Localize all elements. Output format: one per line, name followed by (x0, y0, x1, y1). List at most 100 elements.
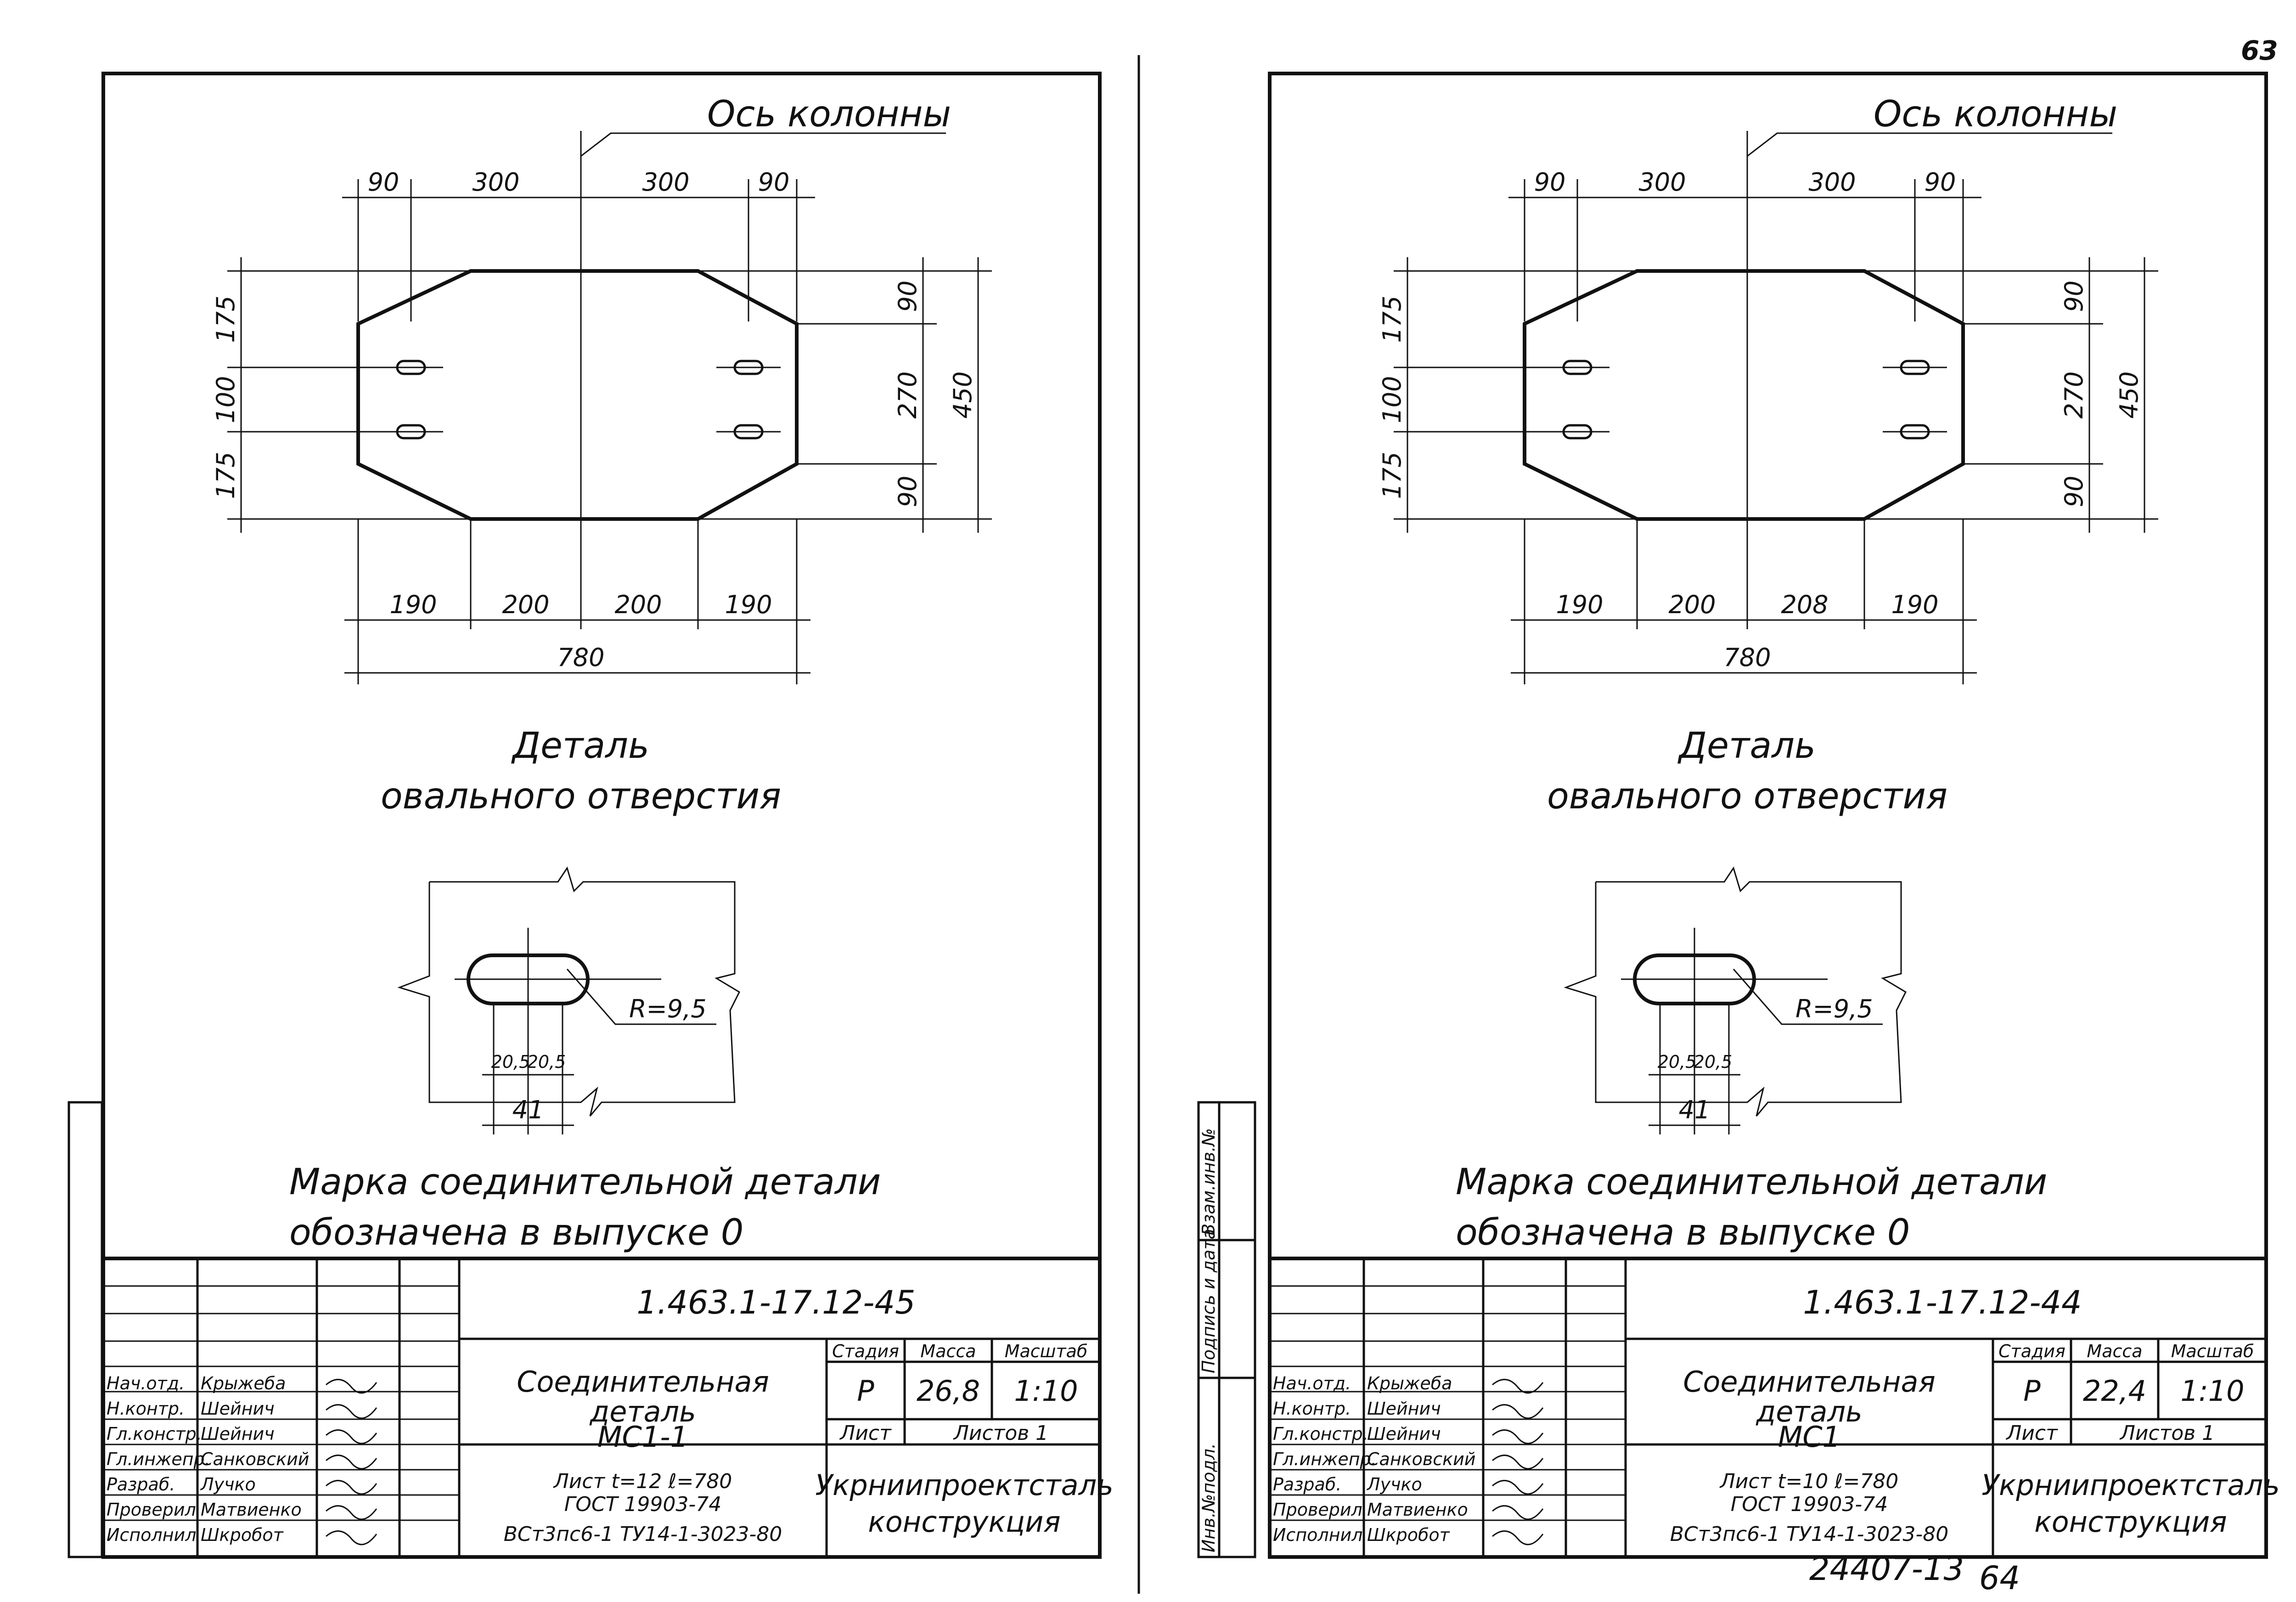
signature (326, 1379, 377, 1394)
detail-caption: овального отверстия (1547, 776, 1947, 817)
drawing-title: МС1 (1778, 1420, 1840, 1454)
scale-header: Масштаб (2171, 1341, 2254, 1361)
bottom-dimension-value: 200 (1668, 590, 1716, 619)
plate-outline (1523, 269, 1965, 521)
role-name: Санковский (201, 1449, 310, 1469)
role-label: Нач.отд. (107, 1373, 185, 1393)
top-dimension-value: 300 (642, 168, 689, 197)
material-spec: ВСт3пс6-1 ТУ14-1-3023-80 (1670, 1523, 1949, 1546)
role-name: Крыжеба (201, 1373, 286, 1393)
top-dimension-value: 90 (368, 168, 400, 197)
overall-height-value: 450 (948, 371, 977, 418)
overall-width-value: 780 (1723, 643, 1771, 672)
signature (326, 1530, 377, 1546)
top-dimension-value: 90 (1925, 168, 1956, 197)
slot-detail: R=9,520,520,541 (397, 866, 740, 1134)
stage-header: Стадия (1998, 1341, 2065, 1361)
sheet-label: Лист (839, 1421, 892, 1445)
material-spec: ГОСТ 19903-74 (564, 1493, 722, 1516)
note-line: Марка соединительной детали (1456, 1162, 2047, 1203)
role-name: Шейнич (201, 1399, 275, 1419)
role-name: Шкробот (1367, 1525, 1451, 1545)
mass-value: 22,4 (2083, 1374, 2146, 1408)
radius-leader (1733, 969, 1883, 1025)
detail-caption: Деталь (1677, 725, 1816, 767)
radius-label: R=9,5 (629, 994, 707, 1023)
role-name: Шейнич (1367, 1399, 1441, 1419)
right-dimension-value: 270 (2060, 371, 2088, 418)
left-dimension-value: 175 (1378, 451, 1407, 499)
detail-break-outline (1564, 866, 1907, 1117)
role-name: Матвиенко (201, 1500, 302, 1520)
organization: Укрниипроектсталь (815, 1468, 1114, 1502)
top-dimension-value: 300 (472, 168, 519, 197)
stage-value: Р (2023, 1374, 2041, 1408)
left-dimension-value: 175 (1378, 295, 1407, 343)
bottom-dimension-value: 200 (502, 590, 549, 619)
top-dimension-value: 90 (1534, 168, 1566, 197)
organization: конструкция (2034, 1505, 2227, 1539)
right-dimension-value: 270 (893, 371, 922, 418)
detail-caption: Деталь (511, 725, 649, 767)
role-label: Проверил (107, 1500, 196, 1520)
signature (1492, 1505, 1544, 1520)
bottom-dimension-value: 190 (389, 590, 437, 619)
drawing-title: МС1-1 (597, 1420, 688, 1454)
slot-half-dimension: 20,5 (491, 1052, 530, 1072)
column-axis-label: Ось колонны (707, 94, 951, 135)
organization: конструкция (868, 1505, 1060, 1539)
role-label: Разраб. (1273, 1474, 1341, 1495)
role-name: Крыжеба (1367, 1373, 1452, 1393)
top-dimension-value: 300 (1808, 168, 1856, 197)
top-dimension-value: 90 (758, 168, 790, 197)
sheet-label: Лист (2005, 1421, 2058, 1445)
role-name: Матвиенко (1367, 1500, 1468, 1520)
signature (1492, 1530, 1544, 1546)
role-label: Гл.инжепр. (107, 1449, 210, 1469)
signature (1492, 1480, 1544, 1495)
page-number: 63 (2241, 35, 2278, 66)
material-spec: Лист t=12 ℓ=780 (553, 1470, 732, 1493)
side-stamp-replace: Взам.инв.№ (1199, 1128, 1219, 1235)
side-stamp-inv: Инв.№подл. (1199, 1443, 1219, 1552)
side-stamp-sign: Подпись и дата (1199, 1229, 1219, 1373)
drawing-title: Соединительная (1683, 1365, 1936, 1399)
title-block: 1.463.1-17.12-45СоединительнаядетальМС1-… (101, 1257, 1114, 1559)
signature (326, 1404, 377, 1419)
material-spec: ВСт3пс6-1 ТУ14-1-3023-80 (504, 1523, 782, 1546)
stage-header: Стадия (832, 1341, 899, 1361)
bottom-dimension-value: 190 (1891, 590, 1938, 619)
role-name: Лучко (200, 1474, 256, 1495)
note-line: обозначена в выпуске 0 (1456, 1212, 1910, 1253)
scale-header: Масштаб (1005, 1341, 1088, 1361)
sheets-count: Листов 1 (2119, 1421, 2215, 1445)
role-label: Гл.констр. (1273, 1424, 1368, 1444)
signature (326, 1505, 377, 1520)
note-line: Марка соединительной детали (289, 1162, 881, 1203)
role-label: Исполнил (1273, 1525, 1363, 1545)
radius-label: R=9,5 (1795, 994, 1873, 1023)
drawing-code: 1.463.1-17.12-45 (636, 1284, 915, 1321)
slot-width-value: 41 (1679, 1095, 1711, 1124)
top-dimension-value: 300 (1638, 168, 1686, 197)
sheets-count: Листов 1 (953, 1421, 1048, 1445)
left-dimension-value: 175 (211, 295, 240, 343)
signature (1492, 1404, 1544, 1419)
left-dimension-value: 100 (1378, 376, 1407, 423)
bottom-dimension-value: 190 (725, 590, 772, 619)
signature (326, 1455, 377, 1470)
drawing-title: деталь (1756, 1395, 1862, 1428)
slot-detail: R=9,520,520,541 (1564, 866, 1907, 1134)
overall-width-value: 780 (557, 643, 604, 672)
material-spec: ГОСТ 19903-74 (1731, 1493, 1888, 1516)
drawing-title: деталь (589, 1395, 696, 1428)
next-page-number: 64 (1979, 1559, 2020, 1597)
left-dimension-value: 175 (211, 451, 240, 499)
mass-value: 26,8 (917, 1374, 980, 1408)
detail-caption: овального отверстия (381, 776, 781, 817)
bottom-dimension-value: 200 (614, 590, 662, 619)
drawing-code: 1.463.1-17.12-44 (1803, 1284, 2082, 1321)
